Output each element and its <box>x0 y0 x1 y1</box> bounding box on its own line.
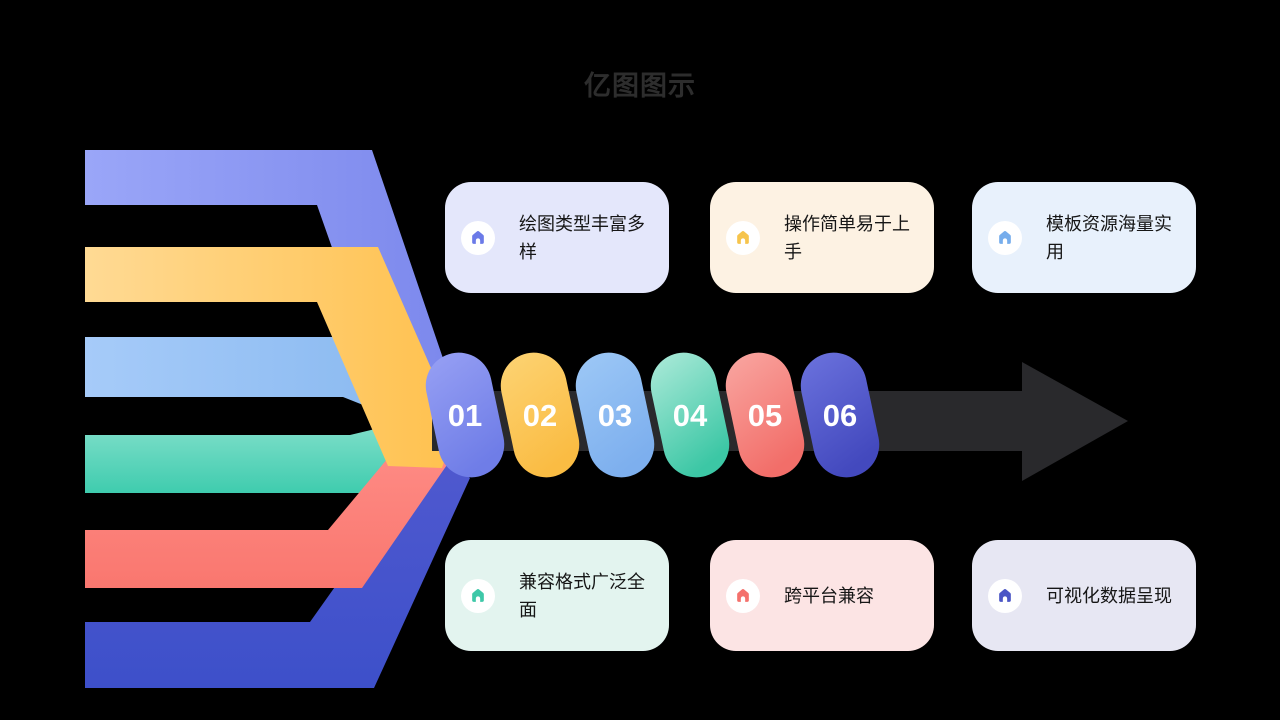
card-text: 跨平台兼容 <box>784 585 874 606</box>
feature-card-5: 跨平台兼容 <box>710 540 934 651</box>
ribbon-yellow <box>85 247 456 468</box>
step-pill-6: 06 <box>800 352 880 478</box>
ribbon-teal <box>85 412 452 493</box>
step-number-3: 03 <box>598 398 632 433</box>
home-icon <box>988 220 1022 255</box>
step-number-1: 01 <box>448 398 482 433</box>
feature-card-3: 模板资源海量实用 <box>972 182 1196 293</box>
step-number-5: 05 <box>748 398 782 433</box>
step-number-2: 02 <box>523 398 557 433</box>
feature-card-2: 操作简单易于上手 <box>710 182 934 293</box>
step-number-4: 04 <box>673 398 708 433</box>
step-pill-3: 03 <box>575 352 655 478</box>
step-pill-1: 01 <box>425 352 505 478</box>
home-icon <box>726 578 760 613</box>
card-text: 绘图类型丰富多样 <box>519 213 645 262</box>
feature-card-4: 兼容格式广泛全面 <box>445 540 669 651</box>
home-icon <box>461 220 495 255</box>
step-number-6: 06 <box>823 398 857 433</box>
step-pill-4: 04 <box>650 352 730 478</box>
home-icon <box>988 578 1022 613</box>
ribbon-periwinkle <box>85 150 464 452</box>
ribbon-indigo <box>85 450 470 688</box>
card-text: 模板资源海量实用 <box>1046 213 1172 262</box>
feature-card-1: 绘图类型丰富多样 <box>445 182 669 293</box>
feature-card-6: 可视化数据呈现 <box>972 540 1196 651</box>
card-text: 可视化数据呈现 <box>1046 585 1172 606</box>
ribbon-coral <box>85 428 460 588</box>
home-icon <box>461 578 495 613</box>
step-pill-2: 02 <box>500 352 580 478</box>
step-pill-5: 05 <box>725 352 805 478</box>
card-text: 兼容格式广泛全面 <box>519 571 645 620</box>
card-text: 操作简单易于上手 <box>784 213 910 262</box>
page-title: 亿图图示 <box>584 71 696 101</box>
home-icon <box>726 220 760 255</box>
